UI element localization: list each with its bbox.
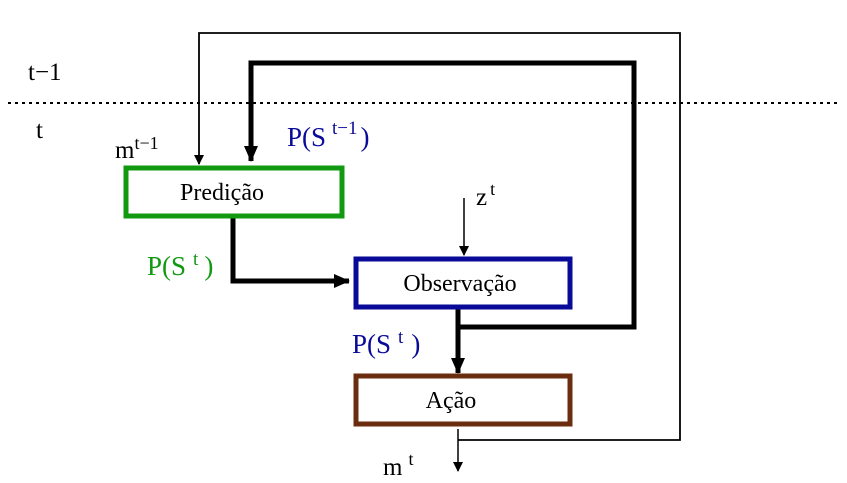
action-label: Ação	[426, 388, 477, 414]
time-label-previous: t−1	[28, 59, 62, 86]
action-block	[353, 373, 573, 427]
map-current-sup: t	[408, 449, 413, 469]
belief-observed-sup: t	[398, 327, 404, 348]
map-current-base: m	[383, 454, 403, 481]
map-prev-base: m	[115, 137, 135, 164]
prediction-to-observation-arrow	[230, 218, 350, 288]
belief-prev-post: )	[361, 122, 370, 152]
belief-predicted-pre: P(S	[147, 251, 186, 281]
belief-observed-post: )	[411, 329, 420, 359]
belief-predicted-post: )	[204, 251, 213, 281]
belief-prev-pre: P(S	[287, 122, 326, 152]
belief-feedback-line	[244, 60, 637, 330]
measurement-base: z	[476, 184, 487, 211]
belief-prev-sup: t−1	[332, 118, 358, 139]
belief-predicted-label: P(S t)	[147, 249, 213, 281]
map-feedback-line	[194, 32, 681, 441]
belief-prev-label: P(S t−1)	[287, 118, 370, 152]
time-label-current: t	[36, 117, 43, 144]
map-prev-sup: t−1	[134, 133, 158, 153]
measurement-sup: t	[490, 179, 495, 199]
prediction-block	[123, 165, 345, 219]
prediction-label: Predição	[180, 180, 264, 206]
belief-observed-pre: P(S	[352, 329, 391, 359]
belief-observed-label: P(S t)	[352, 327, 420, 359]
observation-label: Observação	[403, 271, 516, 297]
map-prev-label: mt−1	[115, 133, 159, 164]
observation-block	[353, 256, 573, 310]
belief-predicted-sup: t	[193, 249, 199, 270]
